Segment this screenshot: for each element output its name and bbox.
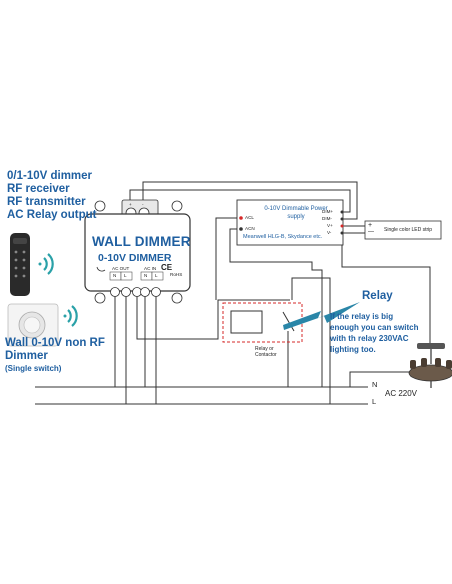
feature-item: RF transmitter — [7, 196, 86, 208]
terminal-dim-minus: DIM- — [322, 216, 332, 221]
relay-arrow-icon — [283, 302, 360, 330]
terminal-dim-plus: DIM+ — [322, 209, 334, 214]
relay-component-label-line: Relay or — [255, 346, 274, 352]
mains-n-label: N — [372, 380, 378, 389]
relay-note-line: enough you can switch — [330, 323, 419, 332]
terminal-v-plus: V+ — [327, 223, 333, 228]
led-strip-label: Single color LED strip — [384, 227, 433, 233]
remote-control-icon — [10, 233, 30, 296]
feature-list: 0/1-10V dimmer RF receiver RF transmitte… — [7, 170, 96, 222]
strip-plus: + — [368, 222, 373, 229]
ce-mark: CE — [161, 263, 173, 272]
chandelier-icon — [408, 343, 452, 388]
wall-dimmer-title: WALL DIMMER — [92, 234, 191, 249]
relay-component-label: Relay or Contactor — [255, 346, 277, 358]
relay-note-line: with th relay 230VAC — [330, 334, 409, 343]
ac-in-label: AC IN — [144, 266, 157, 271]
wall-dimmer-module — [84, 199, 191, 304]
wall-panel-title-line: Wall 0-10V non RF — [5, 337, 105, 349]
rohs-label: RoHS — [170, 272, 183, 277]
power-supply-title: 0-10V Dimmable Power supply — [240, 205, 352, 221]
led-strip — [364, 220, 442, 240]
ac-out-label: AC OUT — [112, 266, 130, 271]
wireless-signal-icon-2 — [63, 305, 78, 327]
wireless-signal-icon — [38, 253, 54, 275]
ac-in-n: N — [144, 273, 148, 278]
power-supply-title-line: supply — [287, 214, 305, 220]
mains-voltage-label: AC 220V — [385, 389, 418, 398]
power-supply-brands: Meanwell HLG-B, Skydance etc. — [243, 234, 323, 240]
wall-panel-subtitle: (Single switch) — [5, 364, 62, 373]
wall-panel-icon — [7, 303, 59, 347]
top-terminal-minus: - — [142, 202, 144, 207]
relay-component-label-line: Contactor — [255, 352, 277, 358]
relay-note-line: If the relay is big — [330, 312, 394, 321]
top-terminal-plus: + — [129, 202, 132, 207]
terminal-v-minus: V- — [327, 230, 332, 235]
mains-l-label: L — [372, 397, 377, 406]
dimmer-wires — [114, 181, 431, 404]
wall-panel-title-line: Dimmer — [5, 350, 48, 362]
strip-minus: — — [368, 229, 374, 235]
feature-item: RF receiver — [7, 183, 70, 195]
power-supply-title-line: 0-10V Dimmable Power — [264, 206, 328, 212]
relay-coil — [230, 310, 263, 334]
wall-panel-title: Wall 0-10V non RF Dimmer — [5, 337, 105, 363]
ac-out-l: L — [124, 273, 127, 278]
wall-dimmer-subtitle: 0-10V DIMMER — [98, 252, 172, 264]
relay-dashed-box — [222, 302, 303, 343]
relay-note: If the relay is big enough you can switc… — [330, 311, 418, 355]
feature-item: 0/1-10V dimmer — [7, 170, 93, 182]
ac-out-n: N — [113, 273, 117, 278]
terminal-acn: ACN — [245, 226, 255, 231]
ac-in-l: L — [155, 273, 158, 278]
power-supply-box — [236, 199, 344, 246]
terminal-acl: ACL — [245, 215, 254, 220]
relay-heading: Relay — [362, 290, 393, 302]
feature-item: AC Relay output — [7, 209, 97, 221]
relay-note-line: lighting too. — [330, 345, 376, 354]
